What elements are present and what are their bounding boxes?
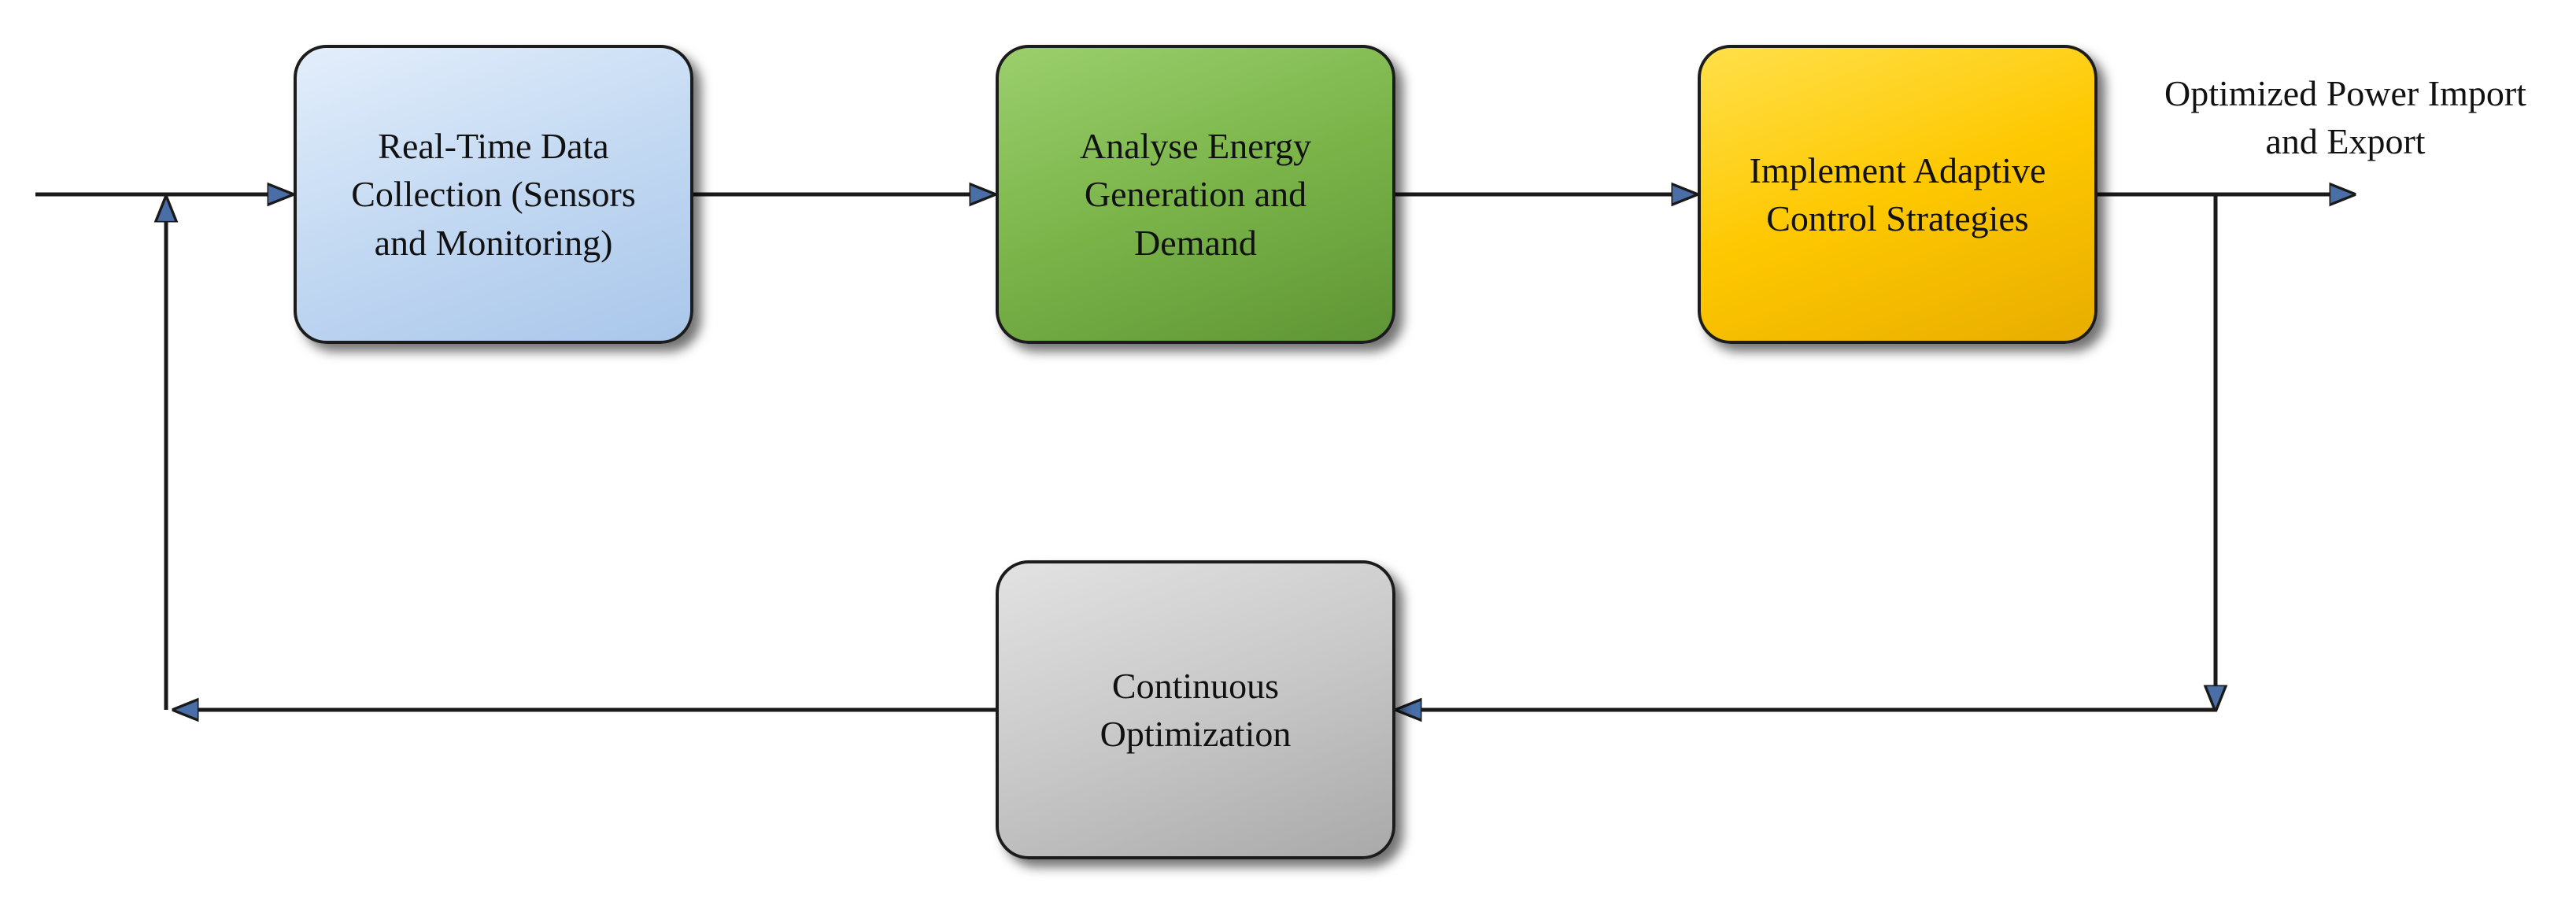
adaptive-control-block: Implement Adaptive Control Strategies: [1698, 45, 2097, 344]
adaptive-control-label: Implement Adaptive Control Strategies: [1749, 150, 2046, 238]
data-collection-label: Real-Time Data Collection (Sensors and M…: [351, 126, 636, 263]
analyse-energy-block: Analyse Energy Generation and Demand: [996, 45, 1395, 344]
analyse-energy-label: Analyse Energy Generation and Demand: [1079, 126, 1312, 263]
data-collection-block: Real-Time Data Collection (Sensors and M…: [294, 45, 693, 344]
output-label: Optimized Power Import and Export: [2164, 73, 2526, 162]
continuous-optimization-label: Continuous Optimization: [1100, 665, 1292, 754]
continuous-optimization-block: Continuous Optimization: [996, 560, 1395, 859]
